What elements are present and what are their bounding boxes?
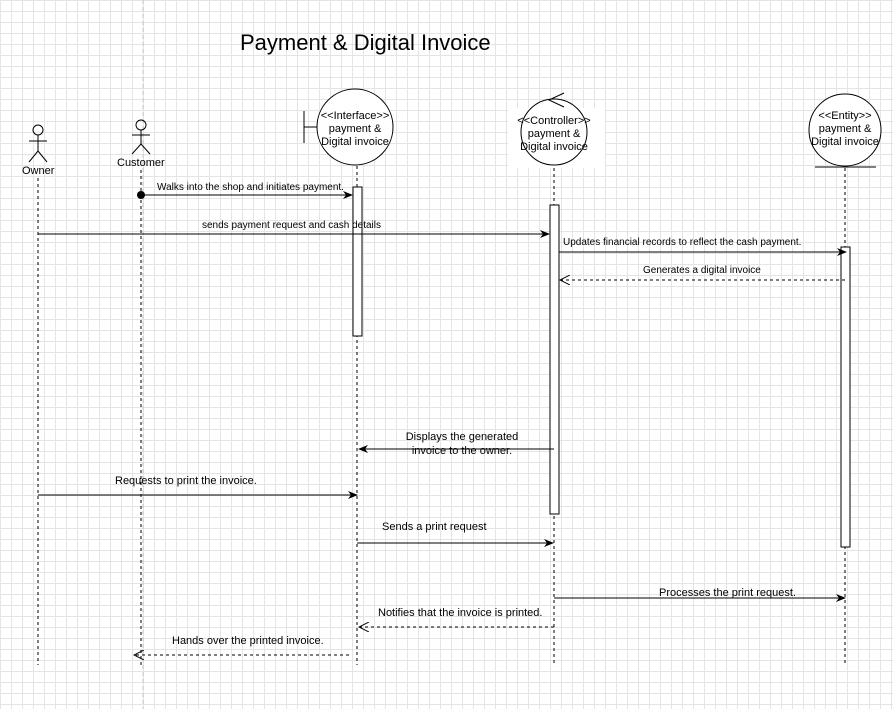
owner-label: Owner <box>22 165 55 177</box>
controller-name-line1: payment & <box>527 128 581 140</box>
controller-activation-bar[interactable] <box>549 204 560 515</box>
controller-participant-label: <<Controller>> payment & Digital invoice <box>504 115 604 154</box>
entity-name-line1: payment & <box>818 123 872 135</box>
entity-participant-label: <<Entity>> payment & Digital invoice <box>795 110 893 149</box>
interface-participant-label: <<Interface>> payment & Digital invoice <box>305 110 405 149</box>
message-label-displays-invoice: Displays the generated invoice to the ow… <box>394 430 530 458</box>
entity-icon[interactable] <box>808 93 882 168</box>
interface-stereotype: <<Interface>> <box>320 110 390 122</box>
interface-name-line1: payment & <box>328 123 382 135</box>
message-label-notifies-printed: Notifies that the invoice is printed. <box>378 607 543 619</box>
message-label-walks-in: Walks into the shop and initiates paymen… <box>157 182 344 193</box>
diagram-title: Payment & Digital Invoice <box>240 30 491 55</box>
message-label-processes-print: Processes the print request. <box>659 587 796 599</box>
message-label-sends-payment: sends payment request and cash details <box>202 220 381 231</box>
controller-stereotype: <<Controller>> <box>517 115 591 127</box>
entity-activation-bar[interactable] <box>840 246 851 548</box>
message-label-generates-invoice: Generates a digital invoice <box>643 265 761 276</box>
message-label-displays-line2: invoice to the owner. <box>411 445 513 457</box>
controller-name-line2: Digital invoice <box>520 141 588 153</box>
entity-stereotype: <<Entity>> <box>818 110 872 122</box>
customer-actor-icon[interactable] <box>131 119 151 155</box>
interface-boundary-icon[interactable] <box>303 88 394 166</box>
message-label-hands-over: Hands over the printed invoice. <box>172 635 324 647</box>
owner-actor-icon[interactable] <box>28 124 48 163</box>
message-label-displays-line1: Displays the generated <box>405 431 519 443</box>
message-label-updates-records: Updates financial records to reflect the… <box>563 237 802 248</box>
message-label-sends-print-request: Sends a print request <box>382 521 487 533</box>
controller-icon[interactable] <box>508 92 605 168</box>
message-label-requests-print: Requests to print the invoice. <box>115 475 257 487</box>
customer-label: Customer <box>117 157 165 169</box>
interface-name-line2: Digital invoice <box>321 136 389 148</box>
entity-name-line2: Digital invoice <box>811 136 879 148</box>
interface-activation-bar[interactable] <box>352 186 363 337</box>
